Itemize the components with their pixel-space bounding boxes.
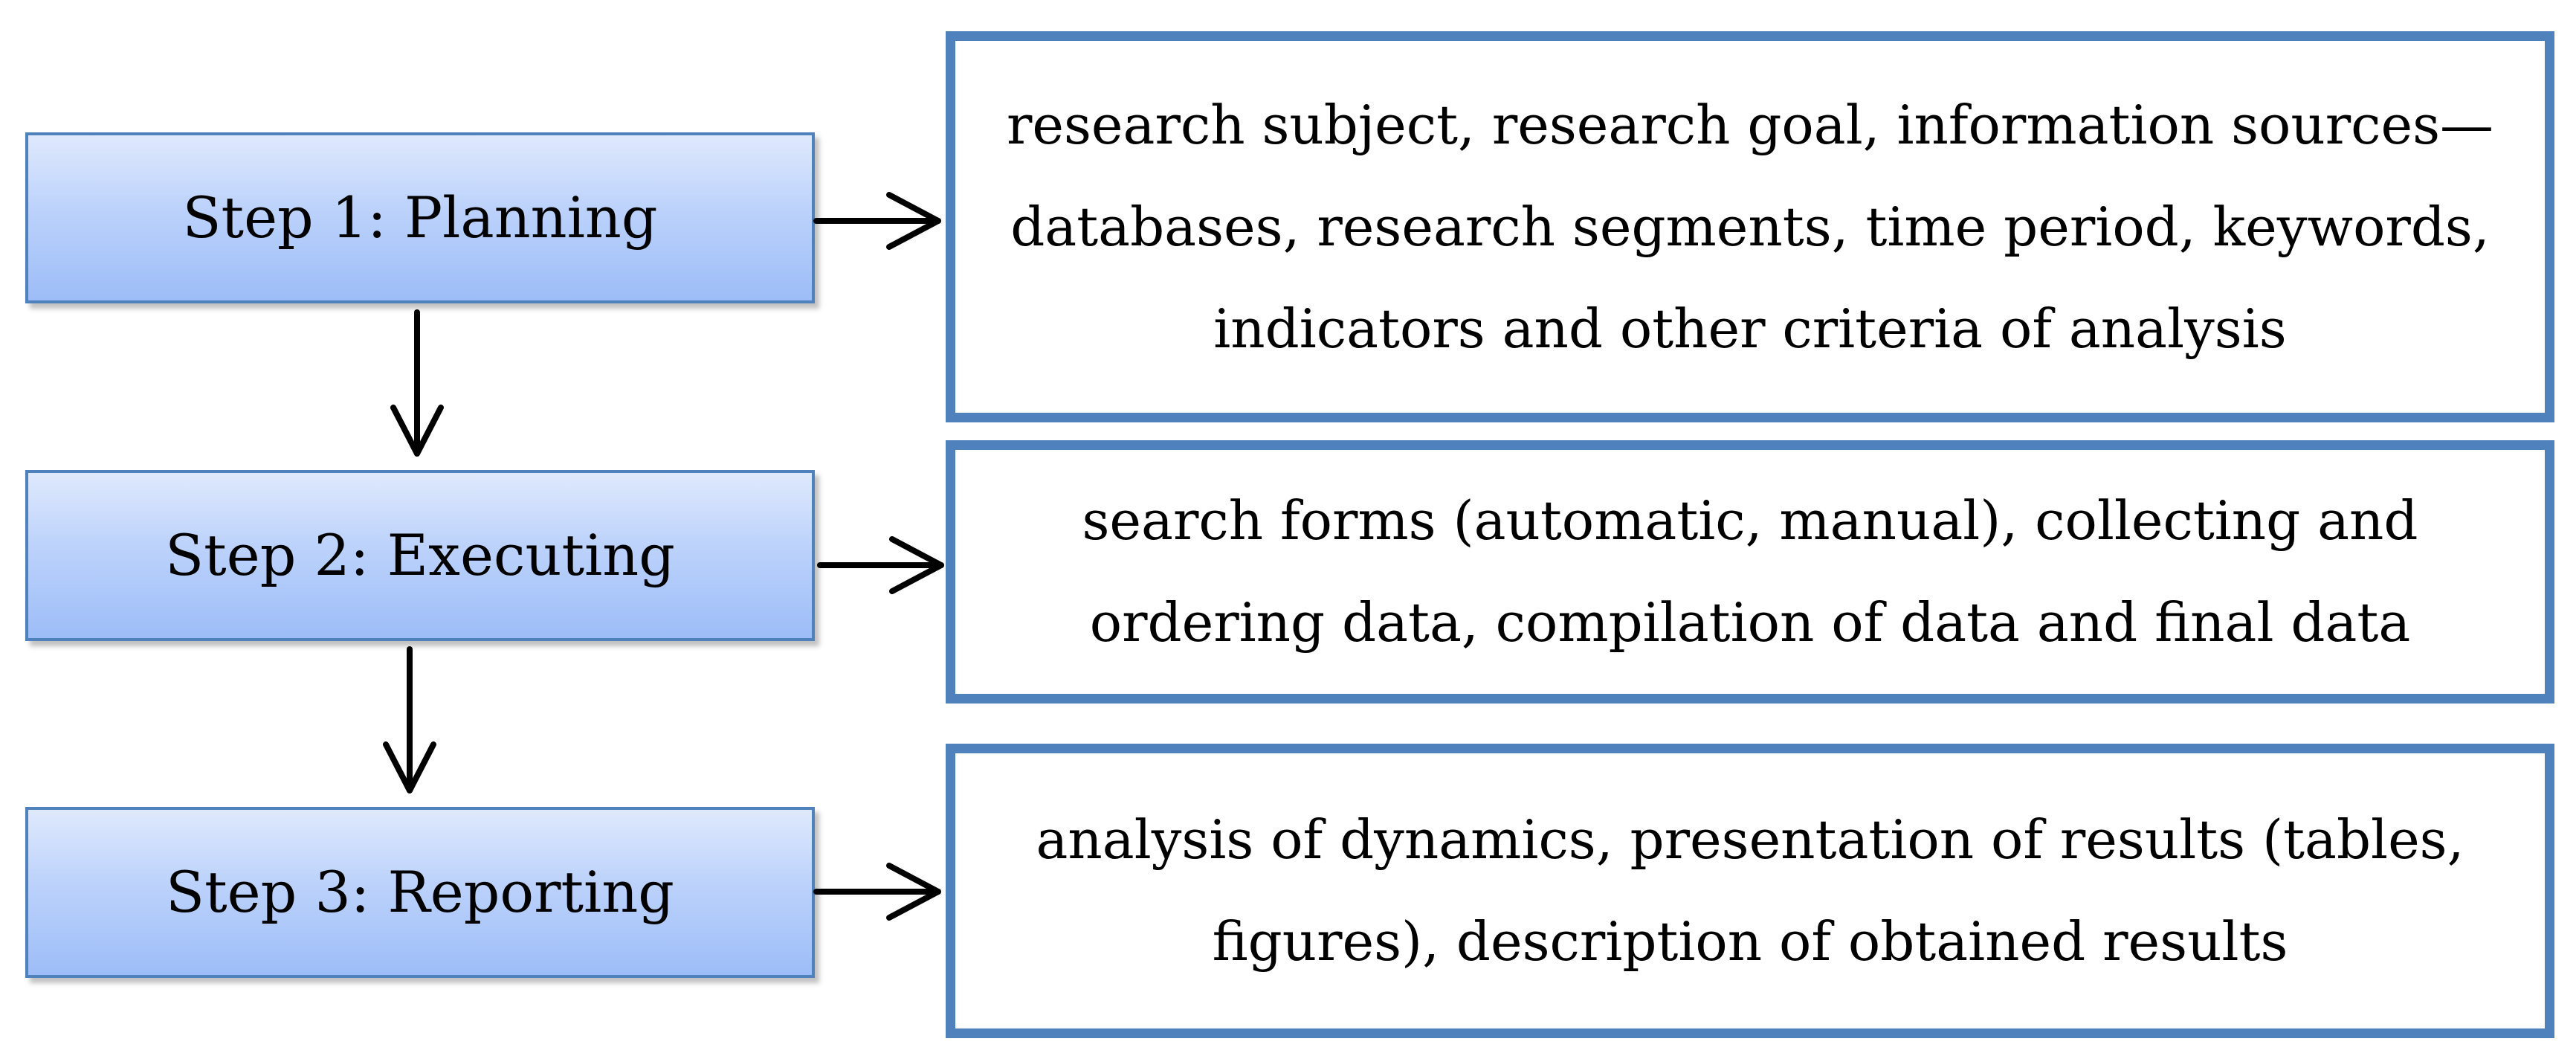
step-3-box: Step 3: Reporting — [25, 807, 815, 978]
step-1-description-line: databases, research segments, time perio… — [1010, 195, 2490, 258]
step-3-description: analysis of dynamics, presentation of re… — [1036, 789, 2464, 993]
arrow-step-3-to-description — [813, 863, 941, 921]
arrow-step-1-to-step-2 — [390, 309, 444, 457]
step-1-box: Step 1: Planning — [25, 132, 815, 303]
step-2-description-line: search forms (automatic, manual), collec… — [1082, 489, 2418, 552]
step-3-description-line: analysis of dynamics, presentation of re… — [1036, 808, 2464, 871]
step-3-label: Step 3: Reporting — [166, 859, 674, 925]
step-2-description-box: search forms (automatic, manual), collec… — [946, 440, 2554, 704]
arrow-step-1-to-description — [813, 192, 941, 250]
step-1-label: Step 1: Planning — [182, 184, 658, 251]
step-1-description-line: research subject, research goal, informa… — [1006, 93, 2494, 156]
step-2-box: Step 2: Executing — [25, 470, 815, 641]
step-3-description-box: analysis of dynamics, presentation of re… — [946, 744, 2554, 1038]
arrow-step-2-to-description — [817, 536, 944, 594]
step-1-description: research subject, research goal, informa… — [1007, 74, 2493, 380]
step-1-description-line: indicators and other criteria of analysi… — [1213, 297, 2287, 360]
arrow-step-2-to-step-3 — [383, 646, 436, 793]
step-1-description-box: research subject, research goal, informa… — [946, 31, 2554, 422]
step-2-description-line: ordering data, compilation of data and f… — [1089, 591, 2411, 654]
step-2-label: Step 2: Executing — [165, 522, 675, 588]
step-2-description: search forms (automatic, manual), collec… — [1082, 470, 2418, 674]
step-3-description-line: figures), description of obtained result… — [1212, 910, 2288, 973]
